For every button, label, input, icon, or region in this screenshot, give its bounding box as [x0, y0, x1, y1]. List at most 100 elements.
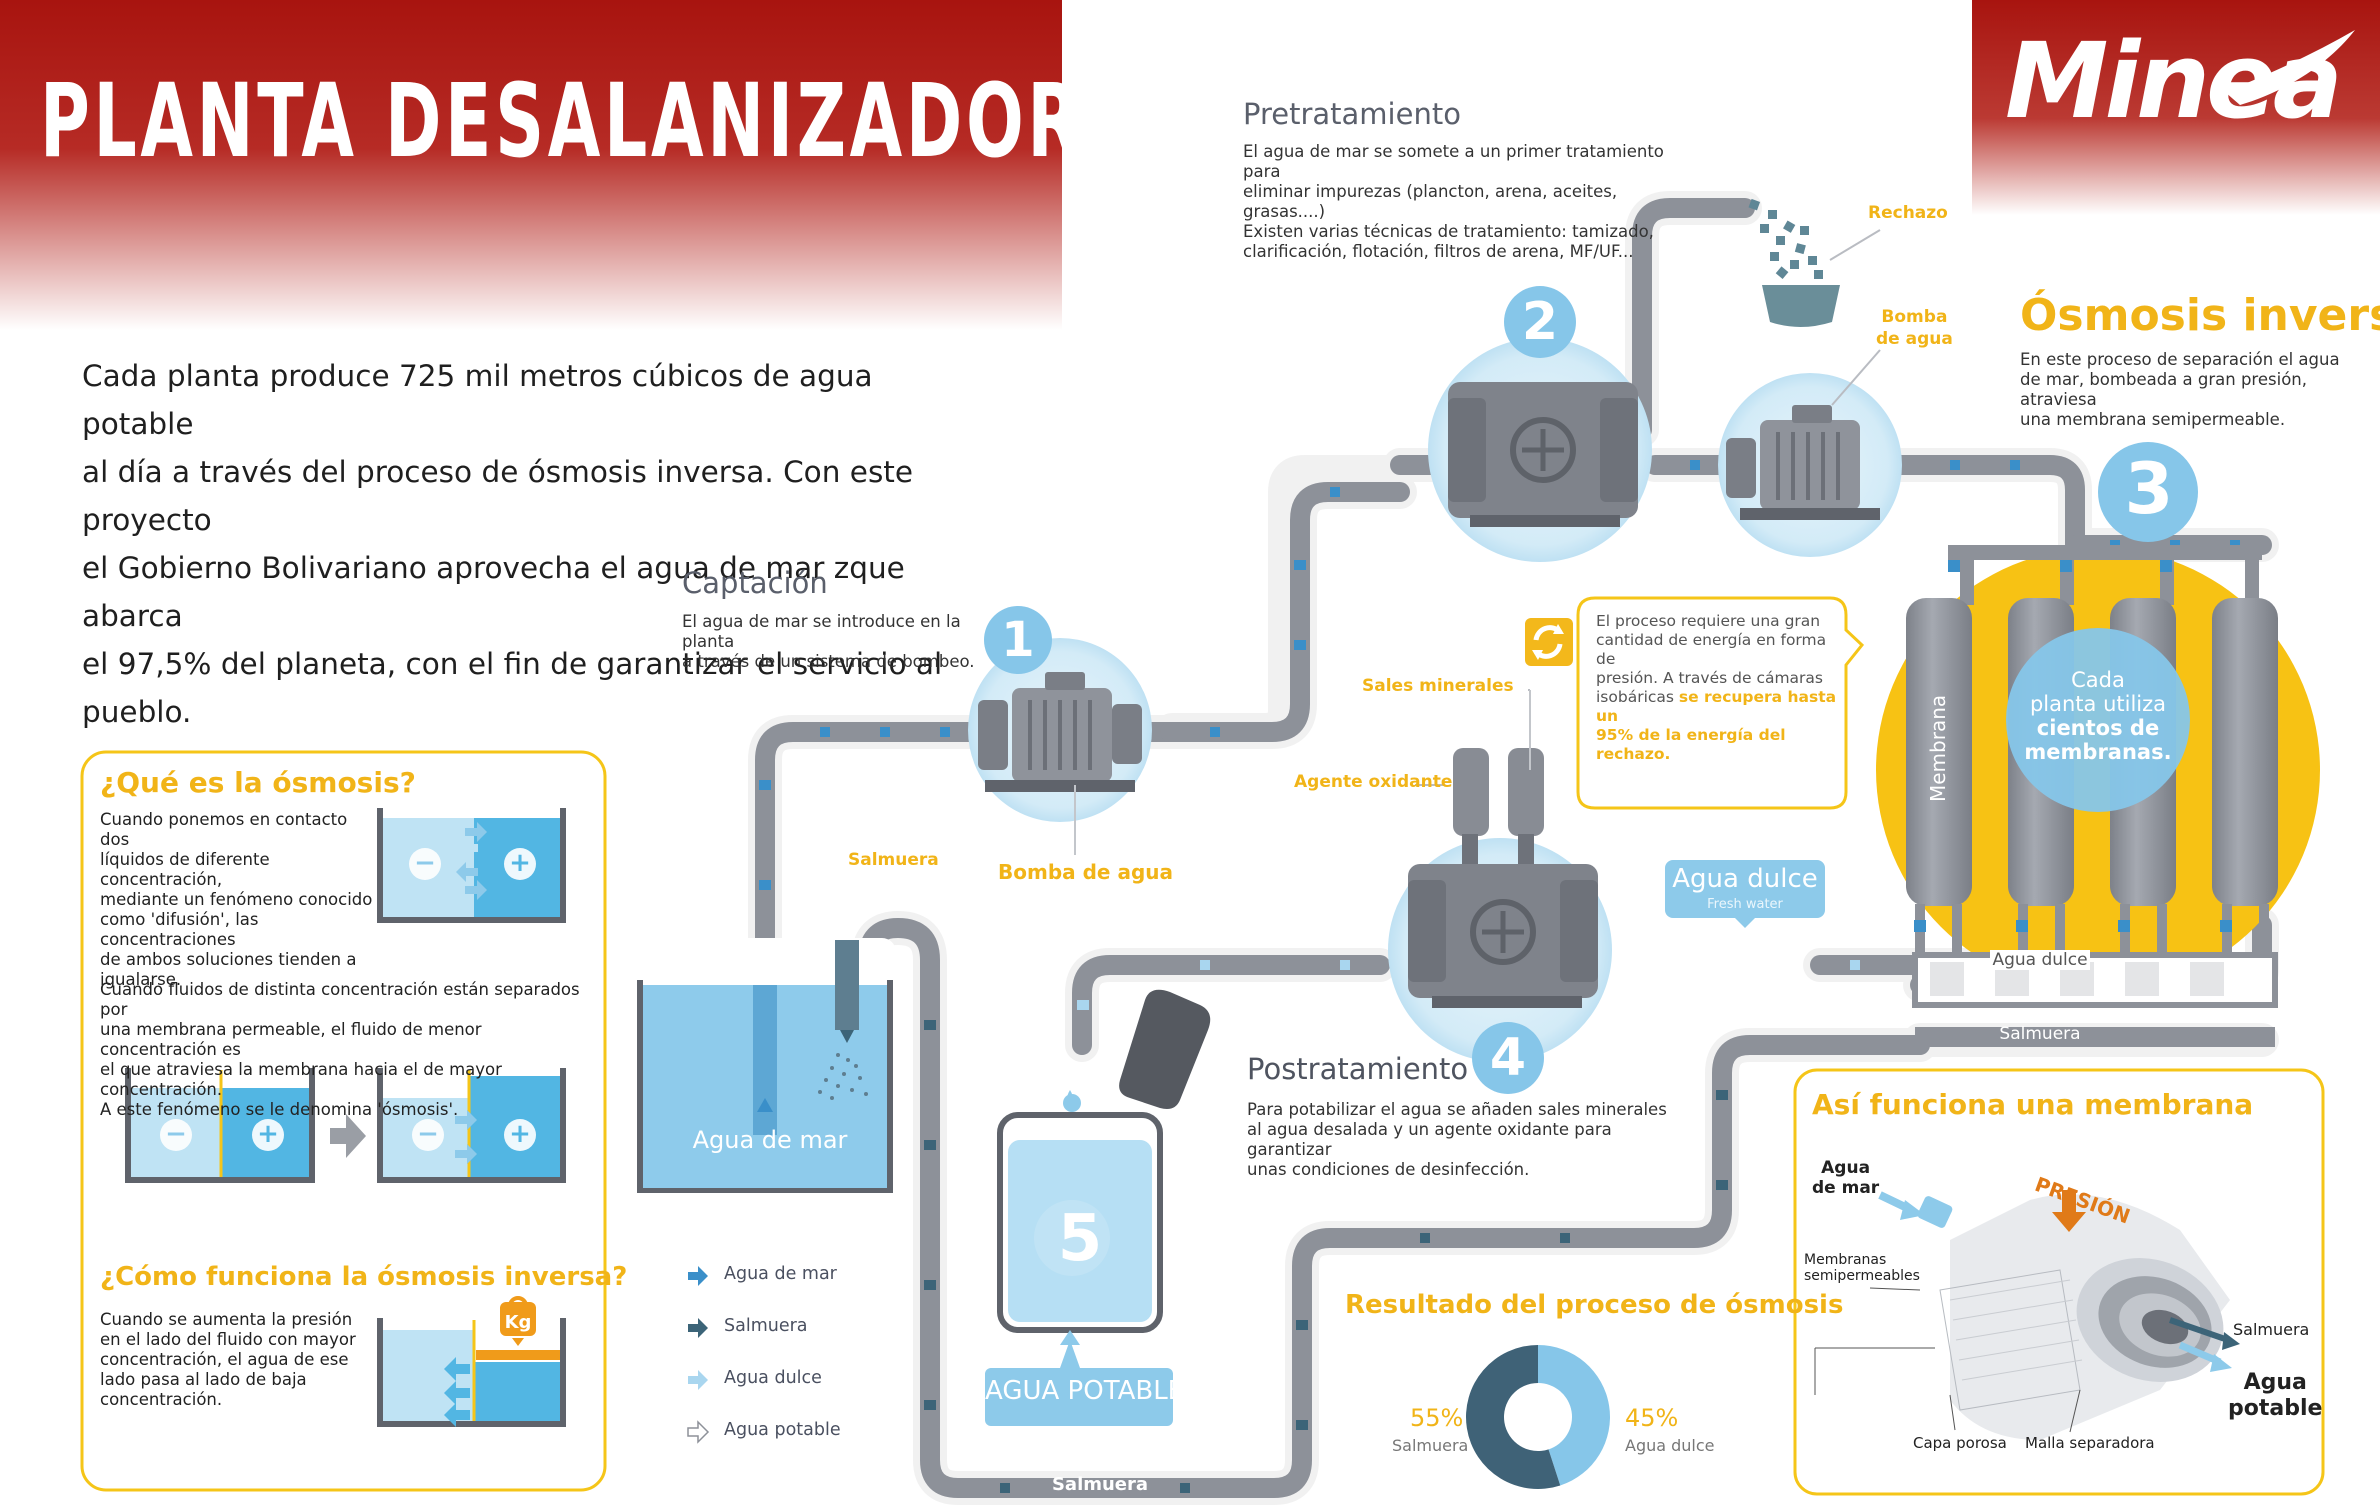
agua-dulce-percent: 45% [1625, 1404, 1679, 1432]
donut-slice-agua-dulce [1538, 1345, 1611, 1486]
membrane-label-line: de mar [1812, 1178, 1880, 1198]
osmosis-text-line: A este fenómeno se le denomina 'ósmosis'… [100, 1100, 459, 1119]
minus-icon: − [165, 1119, 187, 1149]
circle-text-line: cientos de [2036, 716, 2160, 740]
result-title: Resultado del proceso de ósmosis [1345, 1290, 1844, 1320]
agua-dulce-tag-title: Agua dulce [1672, 864, 1818, 894]
membrane-box-title: Así funciona una membrana [1812, 1088, 2254, 1121]
osmosis-text-line: concentración, el agua de ese [100, 1350, 349, 1369]
reverse-osmosis-unit [1876, 545, 2320, 1047]
minea-logo: Minea [2005, 20, 2343, 142]
legend-agua-dulce: Agua dulce [724, 1368, 822, 1388]
step-3-number: 3 [2124, 448, 2174, 530]
sales-minerales-label: Sales minerales [1362, 676, 1514, 696]
plus-icon: + [509, 848, 531, 878]
pretratamiento-text-line: Existen varias técnicas de tratamiento: … [1243, 222, 1654, 241]
membrane-explainer-graphics [1793, 1068, 2325, 1496]
fresh-collector-label: Agua dulce [1990, 950, 2090, 970]
reject-bucket [1748, 198, 1881, 327]
membrana-label: Membrana [1926, 694, 1950, 802]
osmosis-text-line: de mar, bombeada a gran presión, atravie… [2020, 370, 2307, 409]
osmosis-text-line: En este proceso de separación el agua [2020, 350, 2340, 369]
energy-note-line: cantidad de energía en forma de [1596, 631, 1827, 668]
osmosis-inversa-text: En este proceso de separación el agua de… [2020, 350, 2370, 430]
captacion-text-line: El agua de mar se introduce en la planta [682, 612, 961, 651]
osmosis-text-line: líquidos de diferente concentración, [100, 850, 270, 889]
booster-pump-label: Bomba de agua [1876, 306, 1953, 350]
logo-band [1972, 0, 2380, 215]
pretratamiento-text-line: clarificación, flotación, filtros de are… [1243, 242, 1634, 261]
pretratamiento-text-line: El agua de mar se somete a un primer tra… [1243, 142, 1664, 181]
logo-swoosh [2225, 30, 2355, 105]
weight-label: Kg [504, 1312, 532, 1333]
pretratamiento-text: El agua de mar se somete a un primer tra… [1243, 142, 1703, 262]
osmosis-text-line: mediante un fenómeno conocido [100, 890, 373, 909]
membrane-agua-de-mar-label: Agua de mar [1812, 1158, 1879, 1198]
osmosis-text-3: Cuando se aumenta la presión en el lado … [100, 1310, 360, 1410]
captacion-text-line: a través de un sistema de bombeo. [682, 652, 975, 671]
circle-text-line: planta utiliza [2029, 692, 2167, 716]
membranas-semipermeables-label: Membranas semipermeables [1804, 1252, 1920, 1284]
energy-note-highlight: se recupera hasta un [1596, 688, 1837, 725]
intro-line: Cada planta produce 725 mil metros cúbic… [82, 359, 873, 441]
membrane-label-line: Membranas [1804, 1252, 1887, 1268]
booster-pump-label-line: Bomba [1881, 307, 1948, 327]
bottom-salmuera-label: Salmuera [1051, 1474, 1149, 1495]
postratamiento-text: Para potabilizar el agua se añaden sales… [1247, 1100, 1677, 1180]
energy-note-plain: isobáricas [1596, 688, 1679, 706]
step-badges [984, 286, 2198, 1094]
energy-note-highlight: 95% de la energía del rechazo. [1596, 726, 1786, 763]
pump-1-label: Bomba de agua [998, 860, 1173, 884]
energy-note-line: El proceso requiere una gran [1596, 612, 1821, 630]
osmosis-text-line: Cuando ponemos en contacto dos [100, 810, 348, 849]
osmosis-text-line: el que atraviesa la membrana hacia el de… [100, 1060, 502, 1099]
captacion-text: El agua de mar se introduce en la planta… [682, 612, 1012, 672]
plus-icon: + [509, 1119, 531, 1149]
capa-porosa-label: Capa porosa [1913, 1434, 2007, 1452]
step-5-number: 5 [1057, 1202, 1103, 1276]
malla-separadora-label: Malla separadora [2025, 1434, 2155, 1452]
energy-note-bubble [1525, 596, 1865, 810]
salmuera-outflow-label: Salmuera [848, 850, 939, 870]
high-pressure-pump [1718, 349, 1902, 557]
brine-header-label: Salmuera [1999, 1024, 2081, 1044]
osmosis-text-line: como 'difusión', las concentraciones [100, 910, 259, 949]
membranes-circle-text: Cada planta utiliza cientos de membranas… [2008, 668, 2188, 764]
agua-dulce-percent-label: Agua dulce [1625, 1436, 1715, 1455]
fresh-water-tag [1665, 860, 1825, 928]
postratamiento-text-line: Para potabilizar el agua se añaden sales… [1247, 1100, 1667, 1119]
osmosis-inversa-title: Ósmosis inversa [2020, 290, 2380, 341]
leader-lines [1074, 690, 1531, 855]
pretreatment-filter [1428, 338, 1652, 562]
intro-line: el Gobierno Bolivariano aprovecha el agu… [82, 551, 905, 633]
osmosis-text-line: Cuando se aumenta la presión [100, 1310, 353, 1329]
circle-text-line: Cada [2071, 668, 2125, 692]
intro-line: al día a través del proceso de ósmosis i… [82, 455, 914, 537]
energy-note-text: El proceso requiere una gran cantidad de… [1596, 612, 1846, 764]
donut-slice-salmuera [1466, 1345, 1561, 1489]
agua-potable-label: AGUA POTABLE [985, 1376, 1185, 1406]
brine-markers [924, 1020, 2070, 1493]
booster-pump-label-line: de agua [1876, 329, 1953, 349]
salmuera-percent-label: Salmuera [1392, 1436, 1469, 1455]
osmosis-text-line: de ambos soluciones tienden a [100, 950, 357, 969]
osmosis-text-line: lado pasa al lado de baja [100, 1370, 307, 1389]
postratamiento-text-line: unas condiciones de desinfección. [1247, 1160, 1530, 1179]
step-4-number: 4 [1489, 1028, 1527, 1088]
legend-agua-potable: Agua potable [724, 1420, 841, 1440]
que-es-osmosis-title: ¿Qué es la ósmosis? [100, 766, 416, 799]
como-funciona-title: ¿Cómo funciona la ósmosis inversa? [100, 1262, 628, 1292]
agua-dulce-tag-subtitle: Fresh water [1707, 897, 1783, 912]
membrane-agua-potable-label: Agua potable [2228, 1370, 2322, 1422]
membrane-label-line: potable [2228, 1396, 2323, 1421]
postratamiento-title: Postratamiento [1247, 1052, 1469, 1086]
membrane-label-line: Agua [2243, 1370, 2307, 1395]
minus-icon: − [417, 1119, 439, 1149]
step-1-number: 1 [1001, 612, 1035, 668]
membrane-label-line: semipermeables [1804, 1268, 1920, 1284]
osmosis-text-line: una membrana semipermeable. [2020, 410, 2286, 429]
membrane-salmuera-label: Salmuera [2233, 1320, 2310, 1339]
osmosis-text-line: Cuando fluidos de distinta concentración… [100, 980, 580, 1019]
posttreatment-tank [1388, 689, 1612, 1062]
